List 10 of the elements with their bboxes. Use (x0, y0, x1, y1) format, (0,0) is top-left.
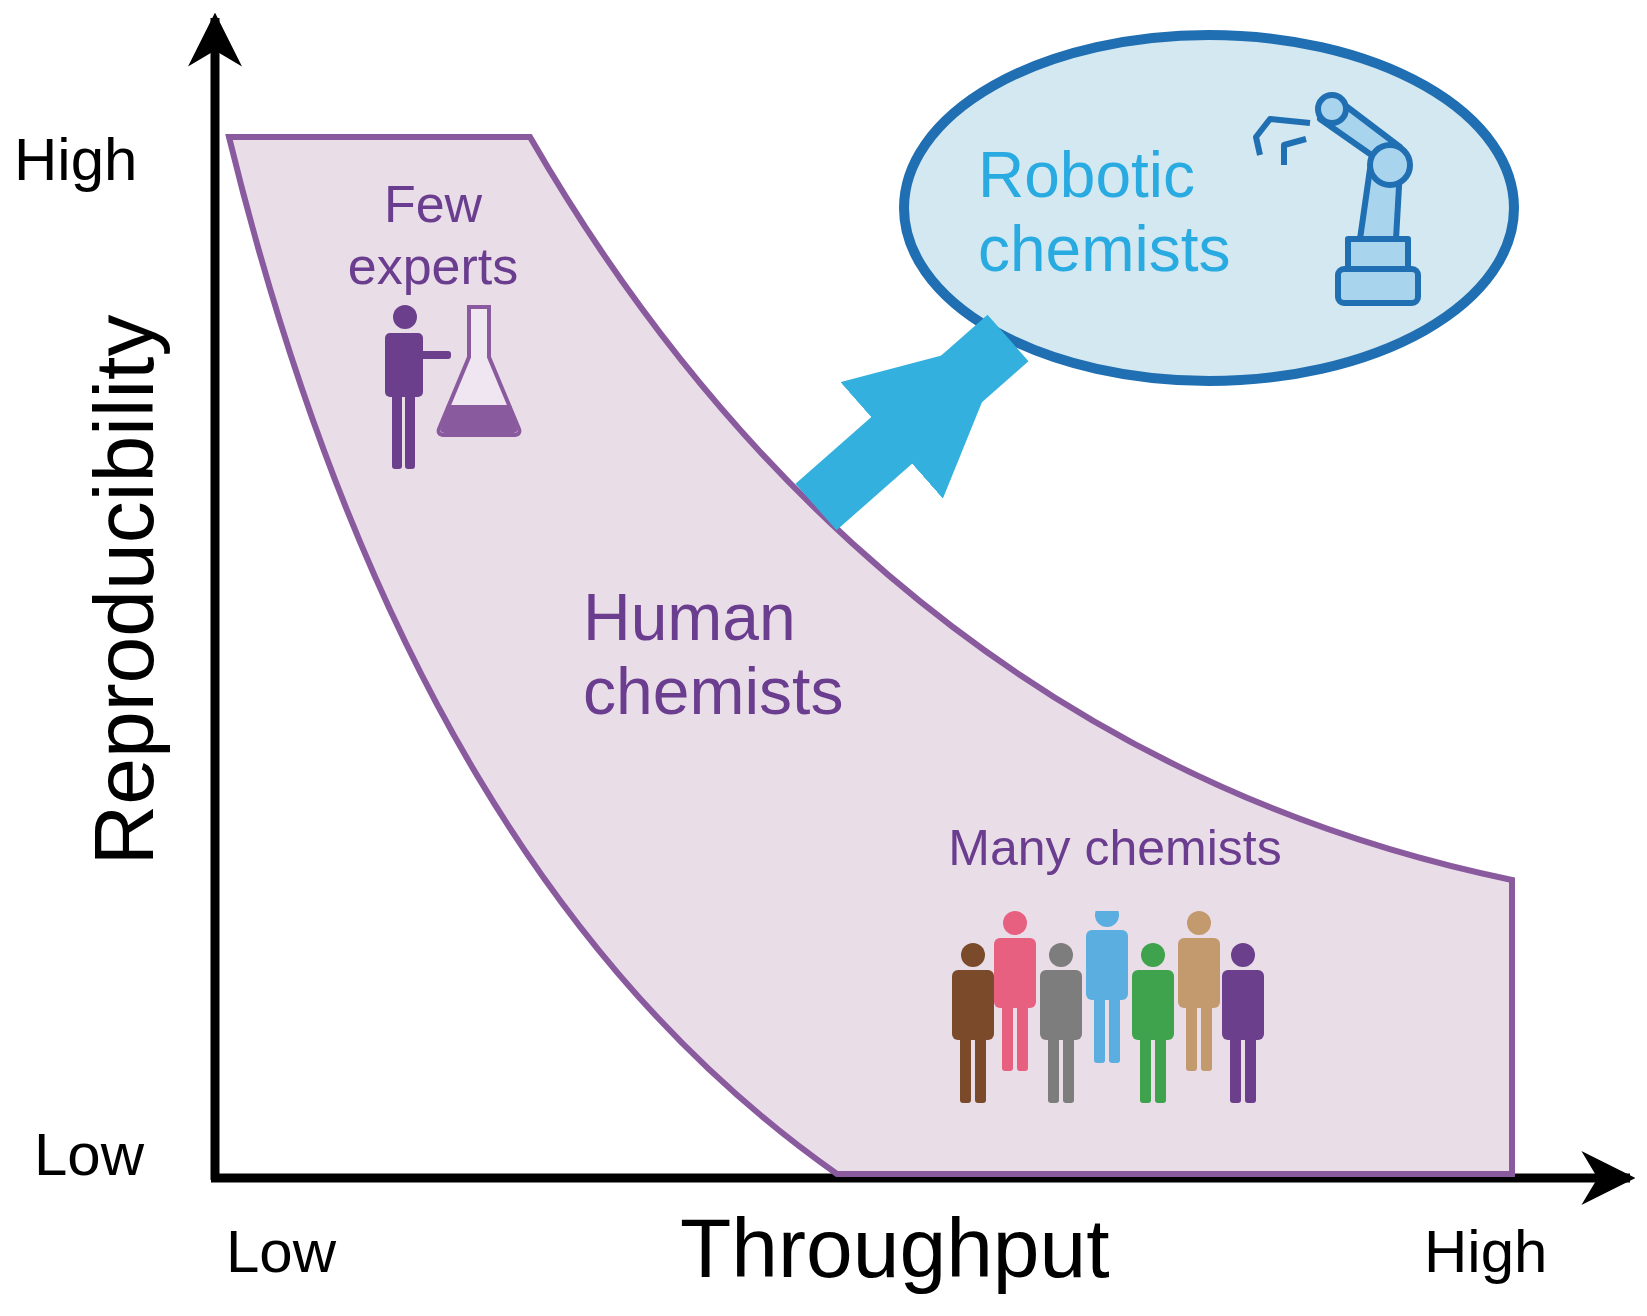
ellipse-label: Robotic chemists (978, 139, 1232, 287)
axis-tick-label: Low (34, 1125, 145, 1185)
axis-tick-label: Low (226, 1222, 337, 1282)
region-label: Many chemists (947, 823, 1283, 873)
axis-tick-label: High (14, 130, 138, 190)
region-band (225, 133, 1517, 1179)
ellipse-node (898, 29, 1520, 387)
region-label: Few experts (346, 174, 520, 298)
axis-tick-label: High (1424, 1222, 1548, 1282)
region-label: Human chemists (583, 581, 845, 729)
